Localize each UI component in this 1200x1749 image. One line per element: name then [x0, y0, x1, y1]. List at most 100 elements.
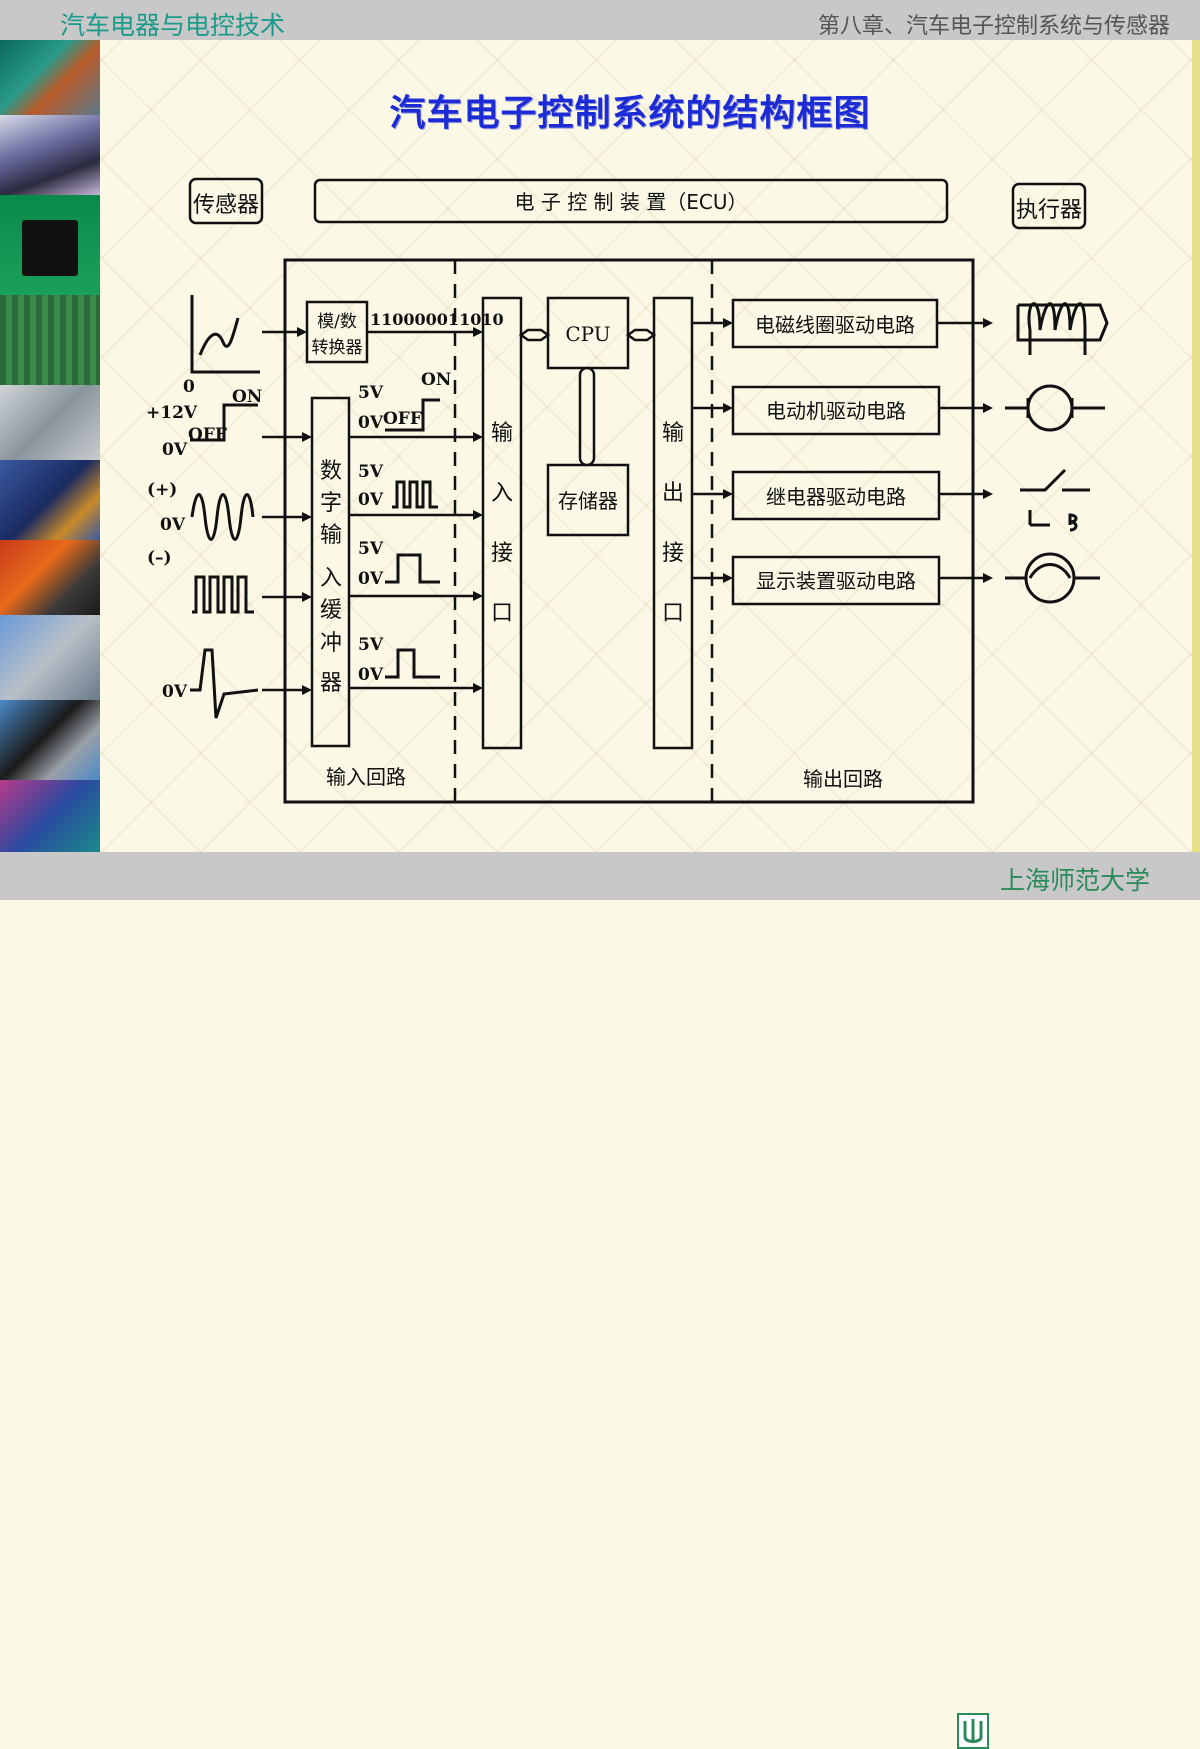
svg-text:5V: 5V [358, 635, 384, 655]
slide-title: 汽车电子控制系统的结构框图 [389, 92, 871, 134]
sensors-label: 传感器 [193, 193, 259, 218]
component-photo [0, 115, 100, 195]
pulse-signal [192, 575, 254, 614]
ecu-frame [283, 258, 975, 804]
ad-converter-line2: 转换器 [312, 338, 363, 358]
component-photo [0, 780, 100, 852]
course-title: 汽车电器与电控技术 [60, 11, 286, 40]
solenoid-icon [1016, 302, 1109, 355]
sensor-waveforms [190, 295, 260, 719]
svg-text:接: 接 [491, 541, 513, 566]
svg-text:ON: ON [232, 387, 262, 407]
svg-text:输: 输 [320, 523, 342, 548]
output-bus [625, 328, 657, 342]
relay-icon [1020, 468, 1090, 532]
driver-box-display [731, 555, 941, 606]
component-photo [0, 385, 100, 460]
svg-text:0V: 0V [160, 515, 186, 535]
component-photo [0, 700, 100, 780]
input-circuit-label: 输入回路 [326, 765, 406, 789]
component-photo [0, 195, 100, 295]
svg-text:+12V: +12V [146, 403, 198, 423]
right-edge [1192, 40, 1200, 852]
analog-axis [190, 295, 260, 374]
component-photo [0, 615, 100, 700]
svg-text:5V: 5V [358, 462, 384, 482]
input-bus [518, 328, 551, 342]
svg-text:0V: 0V [358, 569, 384, 589]
svg-text:字: 字 [320, 491, 342, 516]
driver-display-label: 显示装置驱动电路 [756, 569, 916, 593]
svg-text:0V: 0V [162, 440, 188, 460]
driver-motor-label: 电动机驱动电路 [766, 399, 906, 423]
university-logo-icon [957, 1713, 989, 1749]
svg-text:(+): (+) [147, 480, 177, 500]
display-lamp-icon [1005, 552, 1100, 604]
ecu-box [313, 178, 949, 224]
input-interface-label: 输 入 接 口 [491, 421, 513, 626]
memory-bus [578, 366, 596, 467]
svg-text:数: 数 [320, 459, 342, 484]
input-buffer-label: 数 字 输 入 缓 冲 器 [320, 459, 342, 696]
cpu-label: CPU [565, 322, 610, 346]
component-photo [0, 540, 100, 615]
input-interface-box [481, 296, 523, 750]
svg-text:0V: 0V [358, 413, 384, 433]
ac-signal [190, 493, 255, 541]
svg-text:冲: 冲 [320, 631, 342, 656]
svg-text:输: 输 [662, 421, 684, 446]
header-bar: 汽车电器与电控技术 第八章、汽车电子控制系统与传感器 [0, 0, 1200, 40]
svg-text:缓: 缓 [320, 598, 342, 623]
driver-box-motor [731, 385, 941, 436]
output-circuit-label: 输出回路 [803, 767, 883, 791]
svg-text:口: 口 [491, 601, 513, 626]
svg-text:0V: 0V [358, 490, 384, 510]
slide-content [100, 40, 1192, 852]
svg-text:0V: 0V [358, 665, 384, 685]
input-buffer-box [310, 396, 351, 748]
svg-text:入: 入 [320, 566, 342, 591]
svg-text:口: 口 [662, 601, 684, 626]
sensors-box [188, 177, 264, 225]
svg-text:输: 输 [491, 421, 513, 446]
svg-text:(–): (–) [147, 548, 172, 568]
spike-signal [190, 648, 259, 719]
svg-text:5V: 5V [358, 383, 384, 403]
component-photo [0, 295, 100, 385]
footer-bar: 上海师范大学 [0, 852, 1200, 1749]
svg-text:器: 器 [320, 671, 342, 696]
binary-signal: 110000011010 [370, 310, 504, 329]
svg-text:OFF: OFF [383, 409, 422, 429]
svg-text:接: 接 [662, 541, 684, 566]
voltage-labels: 0 ON +12V OFF 0V (+) 0V (–) 0V 5V 0V OFF… [146, 370, 451, 702]
component-photo [0, 460, 100, 540]
switch-signal [190, 403, 258, 442]
motor-icon [1005, 384, 1105, 432]
output-interface-label: 输 出 接 口 [662, 421, 684, 626]
svg-text:ON: ON [421, 370, 451, 390]
component-photo [0, 40, 100, 115]
svg-text:5V: 5V [358, 539, 384, 559]
svg-text:0: 0 [183, 377, 195, 397]
chip-icon [22, 220, 78, 276]
ecu-block-diagram: 传感器 电 子 控 制 装 置（ECU） 执行器 模/数 转换器 1100000… [146, 177, 1109, 804]
actuator-symbols [1005, 302, 1109, 604]
output-interface-box [652, 296, 694, 750]
photo-strip [0, 40, 100, 852]
memory-label: 存储器 [558, 489, 618, 513]
chapter-title: 第八章、汽车电子控制系统与传感器 [817, 14, 1170, 39]
svg-text:0V: 0V [162, 682, 188, 702]
actuators-label: 执行器 [1016, 198, 1082, 223]
ecu-label: 电 子 控 制 装 置（ECU） [514, 190, 747, 214]
svg-text:入: 入 [491, 481, 513, 506]
analog-signal [198, 317, 240, 356]
svg-text:出: 出 [662, 481, 684, 506]
digital-waveforms [385, 398, 440, 679]
driver-box-relay [731, 470, 941, 521]
driver-relay-label: 继电器驱动电路 [766, 485, 906, 509]
driver-solenoid-label: 电磁线圈驱动电路 [755, 313, 915, 337]
actuators-box [1011, 182, 1087, 230]
ad-converter-line1: 模/数 [317, 312, 357, 332]
svg-text:OFF: OFF [188, 425, 227, 445]
university-name: 上海师范大学 [1000, 866, 1151, 895]
